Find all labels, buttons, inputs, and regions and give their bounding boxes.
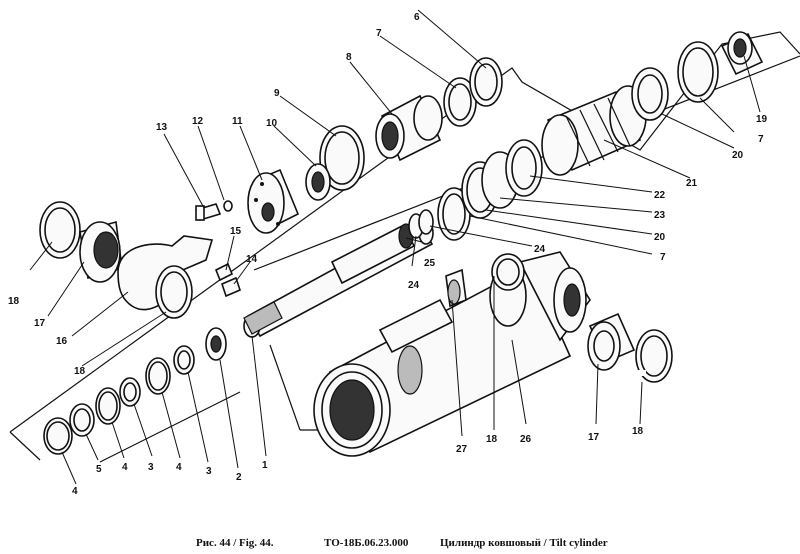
- callout-22: 22: [654, 190, 666, 201]
- bolt: [194, 200, 233, 221]
- callout-26: 26: [520, 434, 532, 445]
- callout-27: 27: [456, 444, 468, 455]
- rod-eye: [39, 201, 241, 319]
- callout-7: 7: [758, 134, 764, 145]
- callout-4: 4: [122, 462, 128, 473]
- piston-rings: [461, 139, 543, 219]
- callout-18: 18: [8, 296, 20, 307]
- leader-lines: [29, 9, 761, 485]
- callout-17: 17: [588, 432, 600, 443]
- drawing-code: ТО-18Б.06.23.000: [324, 537, 409, 549]
- rod-guide-rings: [305, 57, 503, 201]
- callout-10: 10: [266, 118, 278, 129]
- callout-1: 1: [262, 460, 268, 471]
- figure-caption: Рис. 44 / Fig. 44. ТО-18Б.06.23.000 Цили…: [196, 537, 608, 549]
- callout-5: 5: [96, 464, 102, 475]
- callout-23: 23: [654, 210, 666, 221]
- callout-21: 21: [686, 178, 698, 189]
- callout-18: 18: [74, 366, 86, 377]
- callout-12: 12: [192, 116, 204, 127]
- cylinder-barrel: [313, 251, 591, 457]
- piston: [541, 85, 647, 176]
- callout-17: 17: [34, 318, 46, 329]
- callout-14: 14: [246, 254, 258, 265]
- callout-24: 24: [408, 280, 420, 291]
- base-eye: [587, 312, 673, 383]
- barrel-ring: [491, 253, 525, 291]
- callout-3: 3: [206, 466, 212, 477]
- callout-18: 18: [486, 434, 498, 445]
- callout-20: 20: [732, 150, 744, 161]
- flange: [247, 168, 300, 234]
- callout-16: 16: [56, 336, 68, 347]
- callout-18: 18: [632, 426, 644, 437]
- grease-fitting: [445, 268, 467, 308]
- figure-number: Рис. 44 / Fig. 44.: [196, 537, 274, 549]
- callout-7: 7: [376, 28, 382, 39]
- callout-15: 15: [230, 226, 242, 237]
- callout-7: 7: [660, 252, 666, 263]
- callout-6: 6: [414, 12, 420, 23]
- callout-labels: 1 2 3 3 4 4 4 5 6 7 7 7 8 9 10 11 12 13 …: [8, 12, 768, 497]
- rod-guide: [375, 94, 443, 162]
- callout-4: 4: [72, 486, 78, 497]
- figure-title: Цилиндр ковшовый / Tilt cylinder: [440, 537, 608, 549]
- callout-20: 20: [654, 232, 666, 243]
- callout-13: 13: [156, 122, 168, 133]
- callout-8: 8: [346, 52, 352, 63]
- callout-24: 24: [534, 244, 546, 255]
- callout-11: 11: [232, 116, 243, 127]
- callout-4: 4: [176, 462, 182, 473]
- left-rings: [43, 327, 227, 455]
- callout-19: 19: [756, 114, 768, 125]
- rod-seals: [408, 187, 471, 241]
- callout-9: 9: [274, 88, 280, 99]
- callout-25: 25: [424, 258, 436, 269]
- right-rings: [631, 31, 764, 121]
- callout-3: 3: [148, 462, 154, 473]
- callout-2: 2: [236, 472, 242, 483]
